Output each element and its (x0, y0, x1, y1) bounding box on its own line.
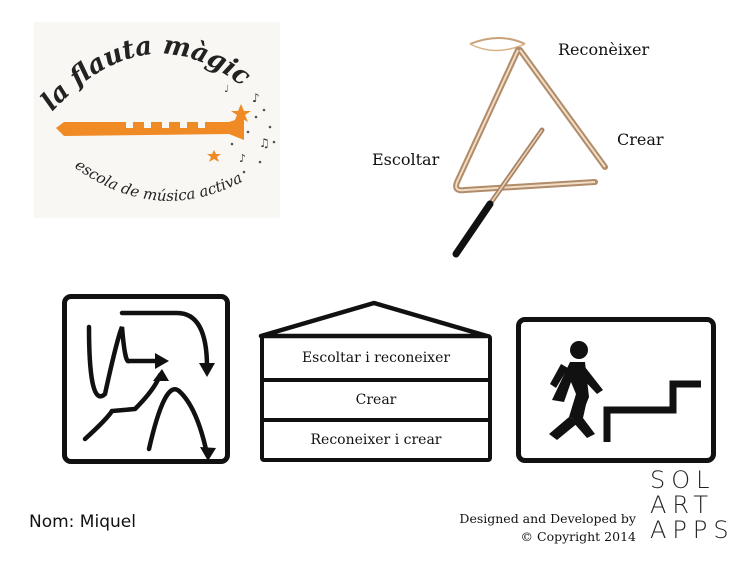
triangle-instrument-icon (452, 37, 608, 258)
house-body: Escoltar i reconeixer Crear Reconeixer i… (260, 334, 492, 462)
arrows-icon (82, 310, 216, 461)
svg-text:escola de música activa: escola de música activa (72, 156, 245, 205)
triangle-label-top: Reconèixer (558, 40, 650, 59)
svg-text:♩: ♩ (224, 84, 229, 95)
brand-line: ART (650, 491, 715, 519)
roof-icon (258, 300, 490, 339)
svg-text:♫: ♫ (259, 136, 270, 150)
logo-title: la flauta màgica (34, 22, 256, 117)
walking-panel[interactable] (516, 317, 716, 463)
triangle-label-left: Escoltar (372, 150, 440, 169)
arrows-panel[interactable] (62, 294, 230, 464)
student-name: Nom: Miquel (29, 512, 136, 532)
house-diagram: Escoltar i reconeixer Crear Reconeixer i… (258, 299, 492, 463)
credits: Designed and Developed by © Copyright 20… (430, 510, 636, 546)
flute-logo-icon: la flauta màgica escola de música activa… (34, 22, 276, 205)
school-logo: la flauta màgica escola de música activa… (34, 22, 280, 218)
brand-line: APPS (650, 516, 735, 544)
walking-stairs-icon (549, 341, 701, 442)
house-row: Reconeixer i crear (310, 432, 442, 448)
svg-text:♪: ♪ (252, 91, 260, 105)
house-row: Escoltar i reconeixer (264, 338, 488, 382)
copyright: © Copyright 2014 (520, 529, 636, 544)
house-row: Crear (264, 382, 488, 422)
triangle-label-right: Crear (617, 130, 664, 149)
svg-text:la flauta màgica: la flauta màgica (34, 22, 256, 117)
designed-by: Designed and Developed by (459, 511, 636, 526)
svg-text:♪: ♪ (239, 152, 246, 165)
solartapps-logo: SOL ART APPS (650, 468, 730, 543)
logo-subtitle: escola de música activa (72, 156, 245, 205)
brand-line: SOL (650, 466, 716, 494)
